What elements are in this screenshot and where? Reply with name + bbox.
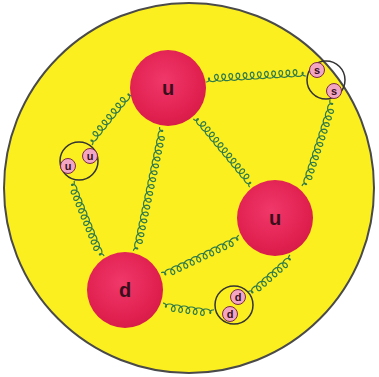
sea-loop [307,61,345,99]
sea-quark: u [60,158,76,174]
gluon-spring [91,94,133,145]
sea-loop [60,142,98,180]
quark-label: s [314,65,320,76]
gluon-spring [133,127,164,251]
quark-label: u [269,208,281,228]
gluon-spring [161,235,239,274]
gluon-spring [163,303,214,315]
gluon-spring [206,70,306,82]
sea-quark: s [309,62,325,78]
quark-label: d [227,309,234,320]
quark-label: u [87,151,94,162]
sea-quark: d [230,289,246,305]
sea-loop [215,286,253,324]
gluon-spring [71,181,104,256]
gluon-spring [248,255,290,293]
quark-label: d [235,292,242,303]
valence-quark: u [130,50,206,126]
quark-label: s [331,86,337,97]
sea-quark: u [82,148,98,164]
sea-quark: d [222,306,238,322]
sea-quark: s [326,83,342,99]
gluon-spring [193,119,250,188]
valence-quark: u [237,180,313,256]
quark-label: u [65,161,72,172]
valence-quark: d [87,252,163,328]
gluon-spring [302,100,334,186]
quark-label: u [162,78,174,98]
quark-label: d [119,280,131,300]
proton-body [4,3,374,373]
